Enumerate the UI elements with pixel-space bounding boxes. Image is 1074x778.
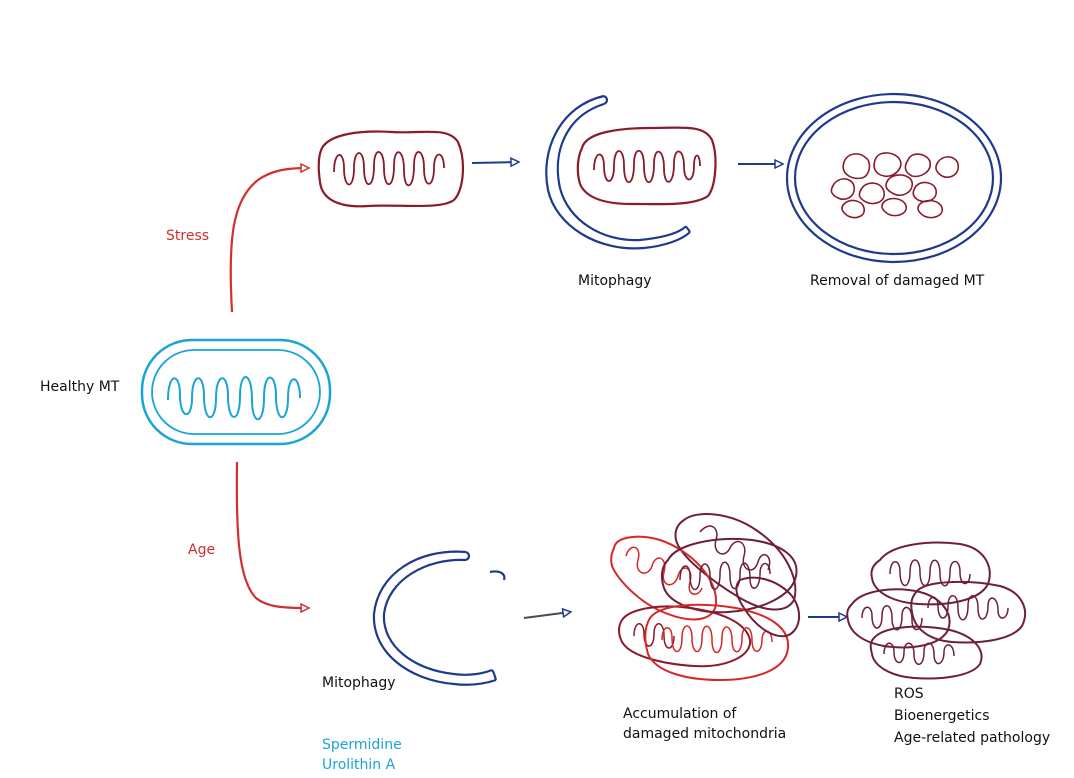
mitochondria-fragments (830, 152, 960, 219)
healthy-mt-label: Healthy MT (40, 379, 120, 395)
damaged-mitochondrion (317, 130, 464, 208)
healthy-mitochondrion (140, 338, 332, 446)
accumulation-label-line2: damaged mitochondria (623, 726, 787, 742)
engulfed-mitochondrion (576, 126, 717, 206)
outcome-bioenergetics-label: Bioenergetics (894, 708, 990, 724)
spermidine-label: Spermidine (322, 737, 402, 753)
stress-label: Stress (166, 228, 210, 244)
arrow-to-accumulation (523, 612, 570, 619)
age-arrow (235, 461, 308, 608)
phagophore-bottom (372, 550, 506, 686)
outcome-pathology-label: Age-related pathology (894, 730, 1051, 746)
accumulated-mitochondria (610, 513, 801, 682)
arrow-to-mitophagy (471, 162, 518, 163)
removal-label: Removal of damaged MT (810, 273, 985, 289)
mitophagy-top-label: Mitophagy (578, 273, 652, 289)
phagophore-top (545, 94, 691, 250)
outcome-ros-label: ROS (894, 686, 924, 702)
autolysosome (785, 92, 1003, 264)
stress-arrow (229, 168, 308, 313)
age-label: Age (188, 542, 216, 558)
urolithin-a-label: Urolithin A (322, 757, 396, 773)
mitophagy-bottom-label: Mitophagy (322, 675, 396, 691)
dysfunctional-mitochondria (846, 541, 1027, 680)
accumulation-label-line1: Accumulation of (623, 706, 737, 722)
